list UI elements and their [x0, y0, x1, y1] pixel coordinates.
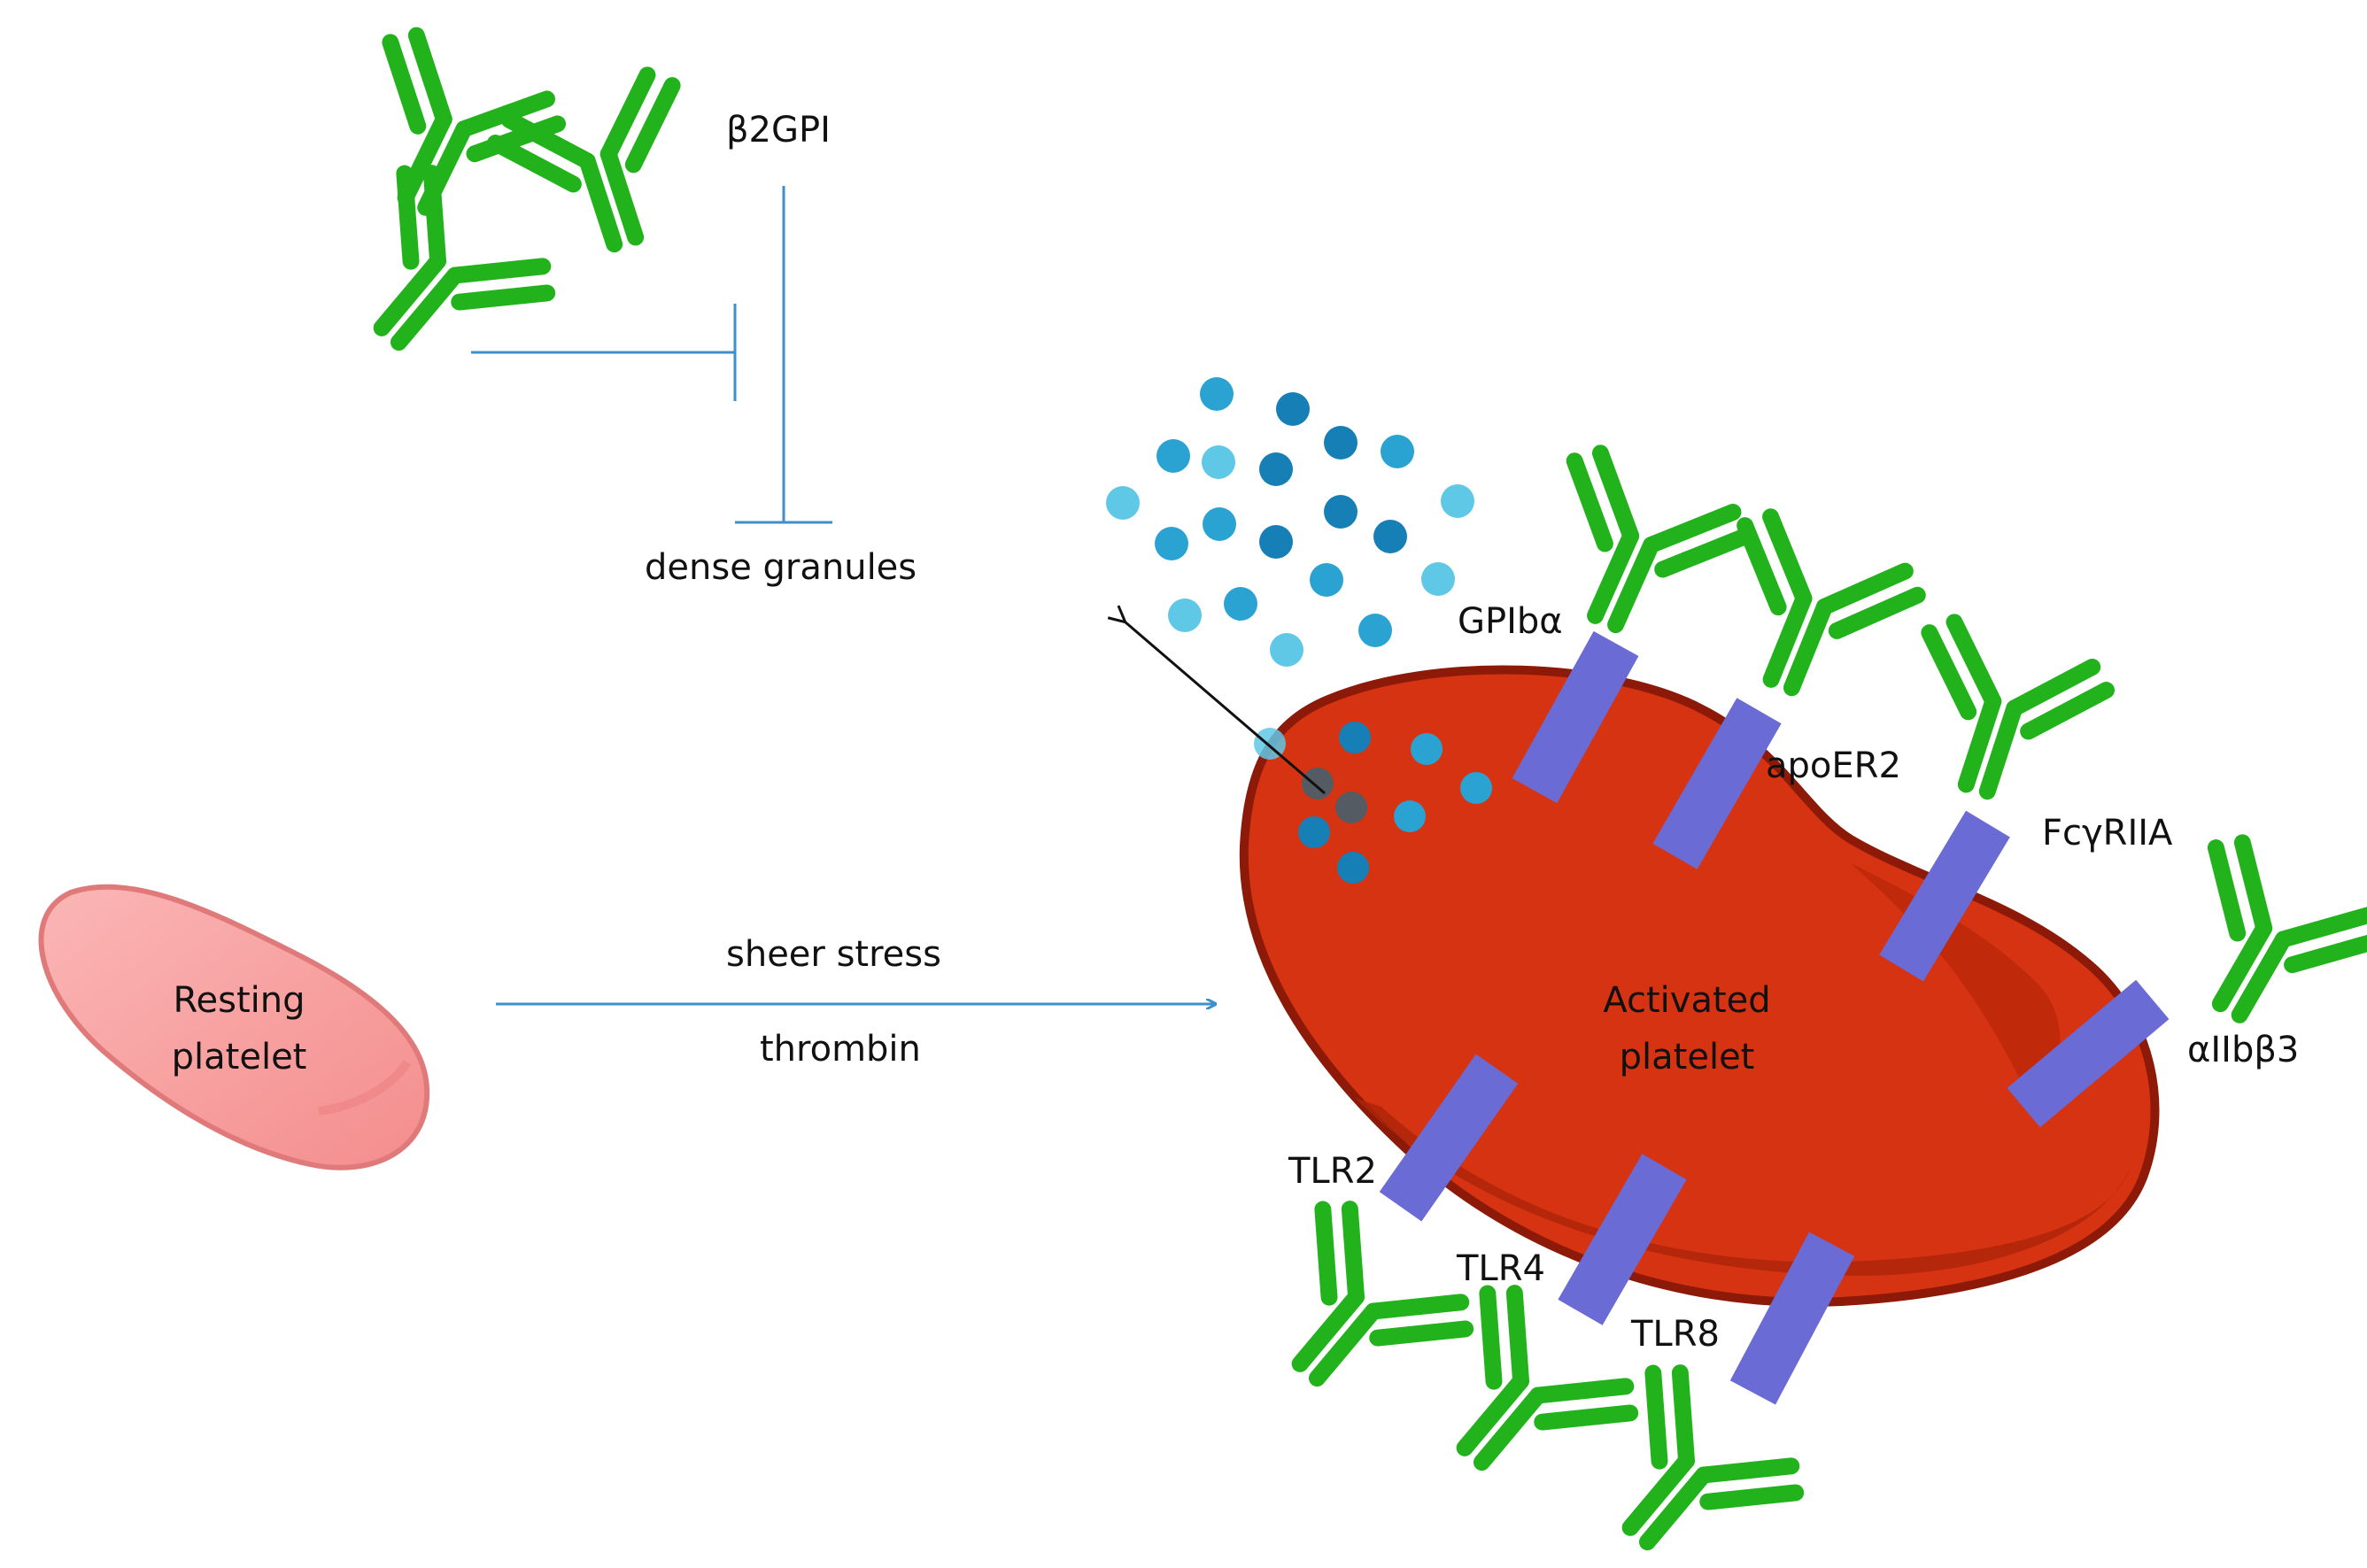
inhibition-symbol-b2gpi [735, 186, 832, 524]
label-tlr8: TLR8 [1631, 1314, 1720, 1355]
label-resting-platelet-line1: Resting [173, 980, 306, 1021]
antibody-icon [2149, 832, 2367, 1055]
internal-granules [1254, 722, 1492, 884]
label-b2gpi: β2GPI [726, 110, 831, 151]
label-fcgriia: FcγRIIA [2042, 813, 2173, 854]
receptor-apoer2 [1652, 698, 1782, 869]
receptor-fcgriia [1879, 810, 2010, 982]
label-apoer2: apoER2 [1766, 745, 1901, 786]
label-gpiba: GPIbα [1458, 601, 1563, 642]
label-aiibb3: αIIbβ3 [2187, 1030, 2300, 1070]
receptor-tlr2 [1379, 1054, 1519, 1222]
antibody-icon [1237, 1196, 1476, 1431]
label-dense-granules: dense granules [645, 547, 917, 588]
receptor-aiibb3 [2007, 979, 2170, 1128]
resting-platelet-shape [38, 884, 430, 1170]
granule-release-arrow [1125, 622, 1326, 795]
label-tlr4: TLR4 [1457, 1248, 1545, 1289]
released-granules [1106, 377, 1474, 667]
label-sheer-stress: sheer stress [726, 934, 941, 975]
inhibition-symbol-antibodies [471, 304, 737, 401]
label-tlr2: TLR2 [1288, 1151, 1377, 1192]
label-thrombin: thrombin [760, 1029, 921, 1070]
label-resting-platelet-line2: platelet [171, 1037, 307, 1078]
receptor-tlr8 [1729, 1232, 1855, 1405]
label-activated-platelet-line1: Activated [1603, 980, 1771, 1021]
antibody-icon [1888, 616, 2111, 817]
label-activated-platelet-line2: platelet [1619, 1037, 1755, 1078]
antibody-icon [319, 160, 558, 395]
receptor-gpiba [1512, 630, 1639, 804]
label-activated-platelet: Activated platelet [1576, 972, 1798, 1085]
label-resting-platelet: Resting platelet [133, 972, 345, 1085]
receptor-tlr4 [1558, 1154, 1687, 1325]
